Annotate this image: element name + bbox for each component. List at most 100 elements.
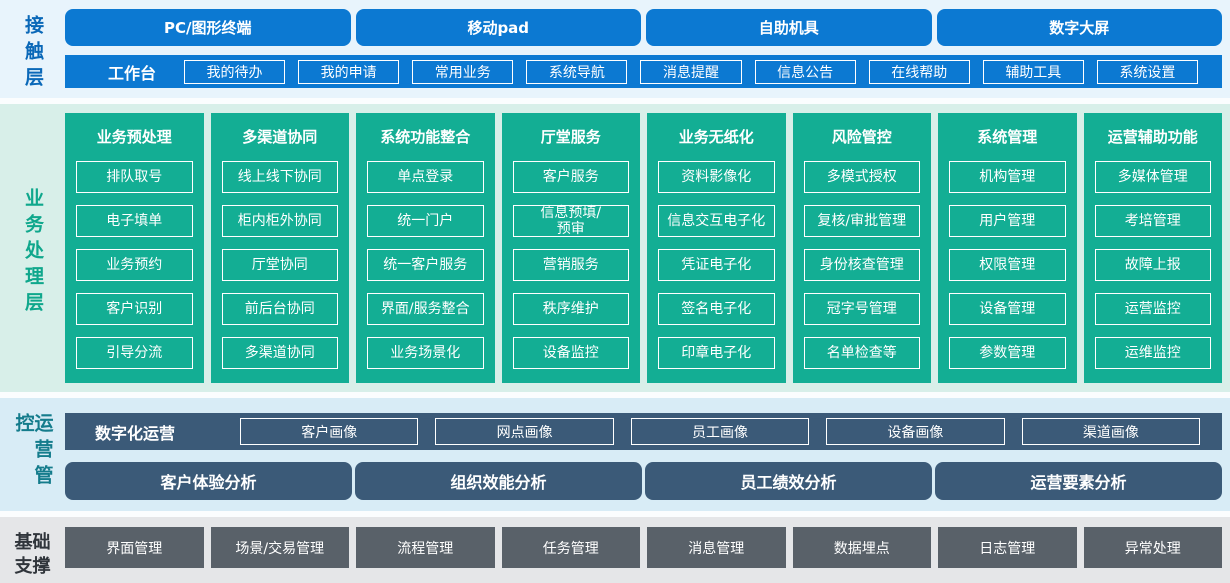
foundation-row: 界面管理 场景/交易管理 流程管理 任务管理 消息管理 数据埋点 日志管理 异常… [65, 527, 1222, 568]
module-column-system-mgmt: 系统管理 机构管理 用户管理 权限管理 设备管理 参数管理 [938, 113, 1077, 383]
portrait-channel: 渠道画像 [1021, 418, 1201, 445]
feature-box: 运营监控 [1094, 293, 1211, 325]
workbench-item-online-help: 在线帮助 [868, 59, 970, 84]
band-divider [0, 392, 1230, 398]
band-divider [0, 511, 1230, 517]
foundation-layer-gutter: 基础支撑 [0, 527, 65, 583]
module-column-paperless: 业务无纸化 资料影像化 信息交互电子化 凭证电子化 签名电子化 印章电子化 [647, 113, 786, 383]
operations-layer-gutter: 运营管控 [0, 413, 65, 511]
feature-box: 营销服务 [512, 249, 629, 281]
feature-box: 单点登录 [367, 161, 484, 193]
business-layer-gutter: 业务处理层 [0, 113, 65, 392]
column-title: 系统功能整合 [380, 127, 471, 146]
portrait-customer: 客户画像 [240, 418, 419, 445]
feature-box: 多媒体管理 [1094, 161, 1211, 193]
feature-box: 用户管理 [949, 205, 1066, 237]
workbench-item-system-settings: 系统设置 [1096, 59, 1198, 84]
feature-box: 名单检查等 [803, 337, 920, 369]
analysis-org-efficiency: 组织效能分析 [355, 462, 642, 500]
operations-control-layer: 运营管控 数字化运营 客户画像 网点画像 员工画像 设备画像 渠道画像 客户体验… [0, 398, 1230, 511]
contact-layer-content: PC/图形终端 移动pad 自助机具 数字大屏 工作台 我的待办 我的申请 常用… [65, 9, 1230, 98]
foundation-support-layer: 基础支撑 界面管理 场景/交易管理 流程管理 任务管理 消息管理 数据埋点 日志… [0, 517, 1230, 583]
feature-box: 设备监控 [512, 337, 629, 369]
feature-box: 线上线下协同 [221, 161, 338, 193]
feature-box: 复核/审批管理 [803, 205, 920, 237]
analysis-customer-experience: 客户体验分析 [65, 462, 352, 500]
foundation-scene-txn-mgmt: 场景/交易管理 [210, 527, 349, 568]
feature-box: 印章电子化 [658, 337, 775, 369]
column-title: 厅堂服务 [540, 127, 601, 146]
feature-box: 前后台协同 [221, 293, 338, 325]
column-title: 多渠道协同 [242, 127, 318, 146]
portrait-device: 设备画像 [826, 418, 1005, 445]
terminal-mobile-pad: 移动pad [355, 9, 641, 46]
module-column-hall-service: 厅堂服务 客户服务 信息预填/ 预审 营销服务 秩序维护 设备监控 [501, 113, 640, 383]
workbench-bar: 工作台 我的待办 我的申请 常用业务 系统导航 消息提醒 信息公告 在线帮助 辅… [65, 55, 1222, 88]
terminal-row: PC/图形终端 移动pad 自助机具 数字大屏 [65, 9, 1222, 46]
module-column-preprocessing: 业务预处理 排队取号 电子填单 业务预约 客户识别 引导分流 [65, 113, 204, 383]
portrait-employee: 员工画像 [630, 418, 810, 445]
feature-box: 签名电子化 [658, 293, 775, 325]
module-column-integration: 系统功能整合 单点登录 统一门户 统一客户服务 界面/服务整合 业务场景化 [356, 113, 495, 383]
foundation-layer-label: 基础支撑 [14, 531, 51, 577]
terminal-self-service: 自助机具 [646, 9, 932, 46]
column-title: 业务预处理 [96, 127, 172, 146]
contact-layer-label: 接触层 [22, 14, 44, 93]
feature-box: 客户服务 [512, 161, 629, 193]
digital-ops-bar: 数字化运营 客户画像 网点画像 员工画像 设备画像 渠道画像 [65, 413, 1222, 450]
feature-box: 多模式授权 [803, 161, 920, 193]
feature-box: 厅堂协同 [221, 249, 338, 281]
analysis-row: 客户体验分析 组织效能分析 员工绩效分析 运营要素分析 [65, 462, 1222, 500]
feature-box: 统一客户服务 [367, 249, 484, 281]
column-title: 业务无纸化 [678, 127, 754, 146]
feature-box: 排队取号 [76, 161, 193, 193]
analysis-ops-elements: 运营要素分析 [935, 462, 1222, 500]
module-column-ops-aux: 运营辅助功能 多媒体管理 考培管理 故障上报 运营监控 运维监控 [1083, 113, 1222, 383]
feature-box: 考培管理 [1094, 205, 1211, 237]
workbench-item-common-business: 常用业务 [412, 59, 514, 84]
foundation-process-mgmt: 流程管理 [356, 527, 495, 568]
digital-ops-label: 数字化运营 [95, 423, 176, 443]
module-column-risk-control: 风险管控 多模式授权 复核/审批管理 身份核查管理 冠字号管理 名单检查等 [792, 113, 931, 383]
foundation-data-tracking: 数据埋点 [792, 527, 931, 568]
module-columns: 业务预处理 排队取号 电子填单 业务预约 客户识别 引导分流 多渠道协同 线上线… [65, 113, 1222, 383]
feature-box: 业务场景化 [367, 337, 484, 369]
column-title: 系统管理 [977, 127, 1038, 146]
foundation-message-mgmt: 消息管理 [647, 527, 786, 568]
feature-box: 机构管理 [949, 161, 1066, 193]
column-title: 运营辅助功能 [1107, 127, 1198, 146]
feature-box: 故障上报 [1094, 249, 1211, 281]
foundation-log-mgmt: 日志管理 [938, 527, 1077, 568]
business-processing-layer: 业务处理层 业务预处理 排队取号 电子填单 业务预约 客户识别 引导分流 多渠道… [0, 104, 1230, 392]
workbench-item-my-todo: 我的待办 [184, 59, 286, 84]
band-divider [0, 98, 1230, 104]
contact-layer-gutter: 接触层 [0, 9, 65, 98]
business-layer-label: 业务处理层 [22, 187, 44, 318]
contact-layer: 接触层 PC/图形终端 移动pad 自助机具 数字大屏 工作台 我的待办 我的申… [0, 0, 1230, 98]
feature-box: 信息预填/ 预审 [512, 205, 629, 237]
feature-box: 运维监控 [1094, 337, 1211, 369]
feature-box: 冠字号管理 [803, 293, 920, 325]
feature-box: 秩序维护 [512, 293, 629, 325]
analysis-employee-performance: 员工绩效分析 [645, 462, 932, 500]
workbench-label: 工作台 [107, 63, 156, 83]
feature-box: 业务预约 [76, 249, 193, 281]
foundation-ui-mgmt: 界面管理 [65, 527, 204, 568]
feature-box: 资料影像化 [658, 161, 775, 193]
column-title: 风险管控 [831, 127, 892, 146]
workbench-item-system-nav: 系统导航 [526, 59, 628, 84]
operations-layer-label: 运营管控 [12, 413, 54, 491]
feature-box: 柜内柜外协同 [221, 205, 338, 237]
feature-box: 权限管理 [949, 249, 1066, 281]
feature-box: 信息交互电子化 [658, 205, 775, 237]
workbench-item-my-applications: 我的申请 [298, 59, 400, 84]
feature-box: 电子填单 [76, 205, 193, 237]
business-layer-content: 业务预处理 排队取号 电子填单 业务预约 客户识别 引导分流 多渠道协同 线上线… [65, 113, 1230, 392]
feature-box: 界面/服务整合 [367, 293, 484, 325]
feature-box: 参数管理 [949, 337, 1066, 369]
foundation-task-mgmt: 任务管理 [501, 527, 640, 568]
feature-box: 身份核查管理 [803, 249, 920, 281]
feature-box: 多渠道协同 [221, 337, 338, 369]
foundation-layer-content: 界面管理 场景/交易管理 流程管理 任务管理 消息管理 数据埋点 日志管理 异常… [65, 527, 1230, 583]
terminal-pc: PC/图形终端 [65, 9, 351, 46]
